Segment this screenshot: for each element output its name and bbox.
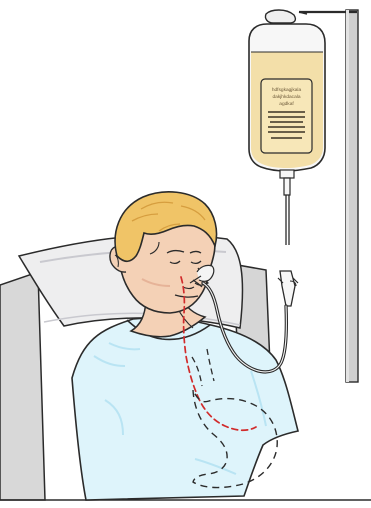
- feeding-bag: hdfsgkagjkala dakjhkdacala agdkaf: [249, 10, 325, 306]
- bag-label-line-3: agdkaf: [279, 101, 294, 107]
- bag-label-line-2: dakjhkdacala: [272, 94, 300, 100]
- bag-label-line-1: hdfsgkagjkala: [272, 87, 302, 93]
